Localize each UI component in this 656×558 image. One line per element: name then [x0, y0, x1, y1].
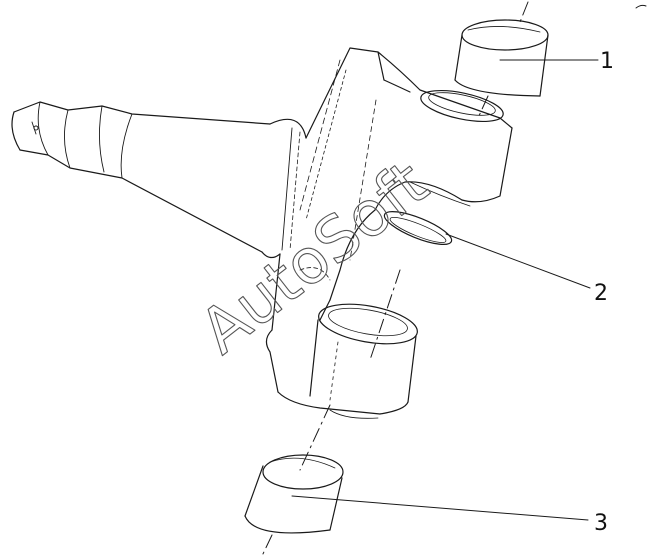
upper-arm	[349, 51, 513, 261]
callout-1: 1	[600, 49, 614, 74]
spindle-shaft	[11, 101, 271, 253]
leader-lines	[291, 59, 599, 521]
callout-labels: 1 2 3	[594, 49, 614, 536]
upper-bushing	[454, 19, 549, 97]
knuckle-body	[265, 209, 376, 393]
callout-3: 3	[594, 511, 608, 536]
callout-2: 2	[594, 281, 608, 306]
lower-boss	[277, 303, 418, 419]
watermark-text: AutoSoft	[186, 146, 441, 367]
lower-bushing	[244, 454, 344, 534]
stray-mark	[635, 4, 647, 9]
knuckle-flange	[261, 47, 385, 331]
seal-ring	[383, 211, 453, 245]
